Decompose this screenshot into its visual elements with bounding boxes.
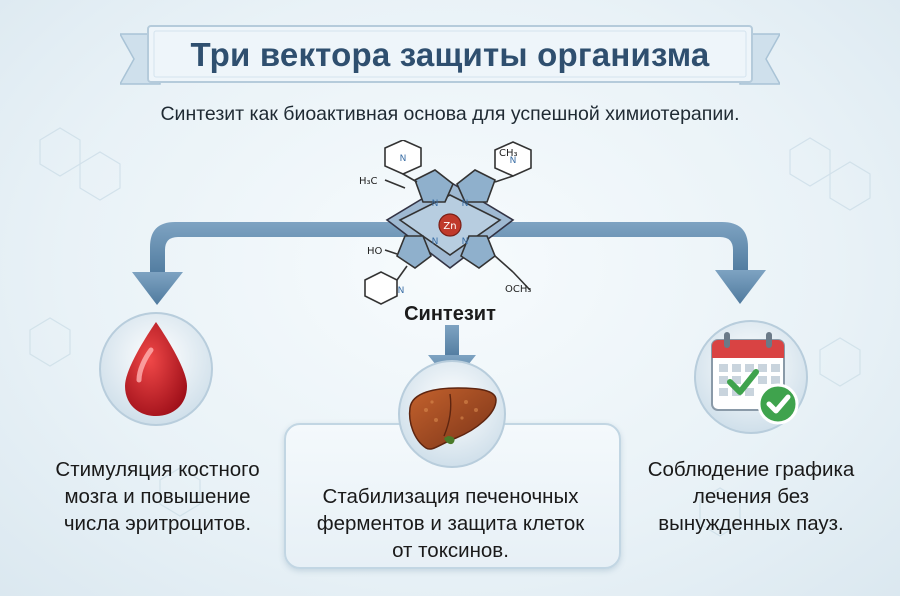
och3-label: OCH₃ [505,284,531,295]
svg-text:N: N [510,156,517,166]
svg-text:N: N [432,199,439,209]
subtitle: Синтезит как биоактивная основа для успе… [160,103,740,125]
calendar-check-icon [694,320,808,434]
svg-text:N: N [432,237,439,247]
title-ribbon [120,25,780,85]
caption-line: лечения без [692,485,810,508]
caption-line: числа эритроцитов. [63,512,252,535]
liver-icon [398,360,506,468]
ho-label: HO [367,246,383,257]
caption-line: от токсинов. [392,539,509,562]
blood-drop-icon [99,312,213,426]
svg-text:N: N [462,199,469,209]
caption-line: ферментов и защита клеток [316,512,585,535]
molecule-label: Синтезит [404,303,496,325]
caption-line: Соблюдение графика [647,458,855,481]
svg-text:N: N [398,286,405,296]
bone-marrow-caption: Стимуляция костного мозга и повышение чи… [10,456,305,537]
caption-line: Стабилизация печеночных [322,485,579,508]
ch3-right-label: CH₃ [499,148,518,159]
center-atom-label: Zn [443,221,456,232]
caption-line: мозга и повышение [64,485,251,508]
schedule-caption: Соблюдение графика лечения без вынужденн… [612,456,890,537]
page-title: Три вектора защиты организма [190,36,710,73]
right-arrow [482,222,766,304]
svg-text:N: N [462,237,469,247]
left-arrow [132,222,420,305]
ch3-left-label: H₃C [359,176,378,187]
liver-caption: Стабилизация печеночных ферментов и защи… [284,483,617,564]
caption-line: Стимуляция костного [55,458,260,481]
caption-line: вынужденных пауз. [658,512,844,535]
synthezit-molecule-diagram: N N N N N N N Zn H₃C CH₃ HO OCH₃ [359,140,532,305]
svg-text:N: N [400,154,407,164]
